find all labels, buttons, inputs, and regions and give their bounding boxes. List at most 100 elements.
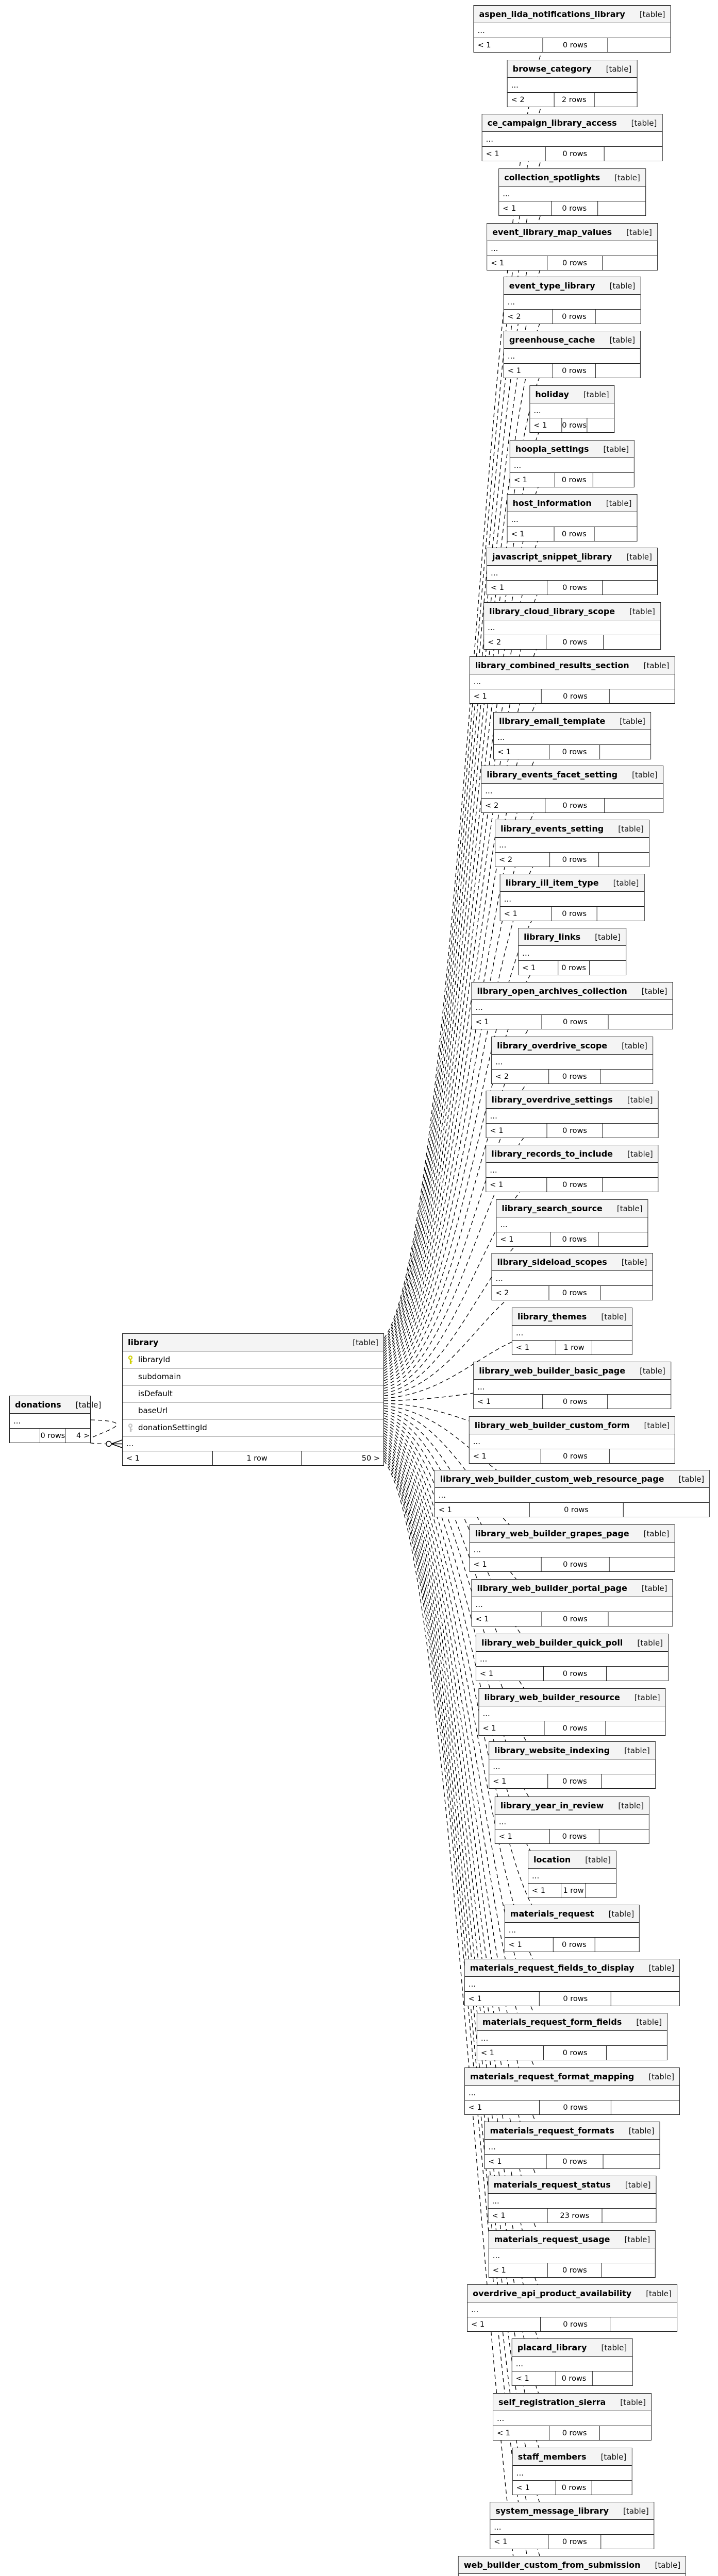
table-name[interactable]: library_open_archives_collection <box>477 986 627 996</box>
table-name[interactable]: library_website_indexing <box>494 1745 610 1755</box>
table-box[interactable]: library_open_archives_collection [table]… <box>471 982 673 1029</box>
table-box[interactable]: library_web_builder_custom_web_resource_… <box>434 1470 710 1517</box>
table-box[interactable]: staff_members [table] ... < 1 0 rows <box>512 2448 632 2495</box>
table-name[interactable]: collection_spotlights <box>504 173 600 182</box>
table-name[interactable]: self_registration_sierra <box>498 2397 606 2407</box>
table-name[interactable]: location <box>533 1855 571 1865</box>
table-name[interactable]: library_events_facet_setting <box>487 770 618 779</box>
table-box[interactable]: library_records_to_include [table] ... <… <box>486 1145 659 1192</box>
table-name[interactable]: event_type_library <box>509 281 595 291</box>
table-name[interactable]: library_web_builder_grapes_page <box>475 1529 629 1538</box>
table-name[interactable]: aspen_lida_notifications_library <box>479 9 625 19</box>
table-name[interactable]: library_web_builder_basic_page <box>479 1366 626 1376</box>
table-name[interactable]: library_cloud_library_scope <box>489 606 615 616</box>
table-box[interactable]: library_overdrive_scope [table] ... < 2 … <box>491 1037 653 1084</box>
table-name[interactable]: hoopla_settings <box>515 444 589 454</box>
table-box[interactable]: hoopla_settings [table] ... < 1 0 rows <box>509 440 635 487</box>
table-box[interactable]: materials_request_usage [table] ... < 1 … <box>488 2230 656 2278</box>
table-name[interactable]: event_library_map_values <box>492 227 612 237</box>
table-name[interactable]: library <box>128 1337 159 1347</box>
table-name[interactable]: library_web_builder_custom_web_resource_… <box>440 1474 664 1484</box>
table-name[interactable]: materials_request_fields_to_display <box>470 1963 634 1973</box>
table-box[interactable]: collection_spotlights [table] ... < 1 0 … <box>498 168 646 216</box>
table-name[interactable]: host_information <box>512 498 592 508</box>
table-box[interactable]: materials_request [table] ... < 1 0 rows <box>504 1905 640 1952</box>
table-name[interactable]: ce_campaign_library_access <box>487 118 617 128</box>
table-box[interactable]: library_sideload_scopes [table] ... < 2 … <box>491 1253 653 1300</box>
table-name[interactable]: library_ill_item_type <box>505 878 599 888</box>
table-box[interactable]: overdrive_api_product_availability [tabl… <box>467 2284 677 2332</box>
table-name[interactable]: holiday <box>535 389 569 399</box>
table-name[interactable]: library_email_template <box>499 716 606 726</box>
table-name[interactable]: library_search_source <box>502 1204 603 1213</box>
table-name[interactable]: library_web_builder_portal_page <box>477 1583 627 1593</box>
table-box[interactable]: self_registration_sierra [table] ... < 1… <box>492 2393 652 2441</box>
table-name[interactable]: placard_library <box>517 2343 587 2352</box>
table-box[interactable]: library_cloud_library_scope [table] ... … <box>483 602 661 650</box>
table-box[interactable]: library_web_builder_grapes_page [table] … <box>469 1524 675 1572</box>
table-name[interactable]: library_sideload_scopes <box>497 1257 607 1267</box>
table-name[interactable]: materials_request <box>510 1909 594 1919</box>
table-box[interactable]: library_web_builder_basic_page [table] .… <box>473 1362 671 1409</box>
table-name[interactable]: library_year_in_review <box>500 1801 604 1810</box>
table-name[interactable]: library_overdrive_settings <box>491 1095 613 1105</box>
table-name[interactable]: greenhouse_cache <box>509 335 595 345</box>
table-box[interactable]: greenhouse_cache [table] ... < 1 0 rows <box>503 331 641 378</box>
table-box[interactable]: library_web_builder_quick_poll [table] .… <box>475 1634 669 1681</box>
table-box[interactable]: location [table] ... < 1 1 row <box>528 1851 616 1898</box>
table-name[interactable]: library_web_builder_quick_poll <box>481 1638 623 1648</box>
table-box[interactable]: ce_campaign_library_access [table] ... <… <box>481 114 663 161</box>
table-name[interactable]: browse_category <box>512 64 592 74</box>
table-box[interactable]: library_ill_item_type [table] ... < 1 0 … <box>499 874 645 921</box>
table-box[interactable]: library_events_facet_setting [table] ...… <box>481 766 663 813</box>
table-box[interactable]: library_links [table] ... < 1 0 rows <box>518 928 626 975</box>
table-name[interactable]: library_combined_results_section <box>475 660 629 670</box>
table-box[interactable]: holiday [table] ... < 1 0 rows <box>529 385 615 433</box>
table-box[interactable]: library_web_builder_custom_form [table] … <box>469 1416 676 1464</box>
table-box[interactable]: browse_category [table] ... < 2 2 rows <box>507 60 638 107</box>
table-box[interactable]: materials_request_format_mapping [table]… <box>464 2067 680 2115</box>
table-box[interactable]: library_email_template [table] ... < 1 0… <box>493 712 651 759</box>
table-name[interactable]: materials_request_formats <box>490 2126 614 2136</box>
table-box[interactable]: materials_request_status [table] ... < 1… <box>488 2176 657 2223</box>
table-box[interactable]: library_website_indexing [table] ... < 1… <box>489 1741 656 1789</box>
table-name[interactable]: system_message_library <box>495 2506 609 2516</box>
table-name[interactable]: staff_members <box>517 2452 587 2462</box>
table-box[interactable]: aspen_lida_notifications_library [table]… <box>473 5 671 53</box>
table-box[interactable]: system_message_library [table] ... < 1 0… <box>490 2502 655 2549</box>
table-box[interactable]: placard_library [table] ... < 1 0 rows <box>511 2338 633 2386</box>
table-box[interactable]: javascript_snippet_library [table] ... <… <box>487 548 658 595</box>
table-box[interactable]: host_information [table] ... < 1 0 rows <box>507 494 638 541</box>
table-name[interactable]: web_builder_custom_from_submission <box>463 2560 641 2570</box>
table-name[interactable]: materials_request_status <box>493 2180 611 2190</box>
table-name[interactable]: overdrive_api_product_availability <box>473 2289 632 2298</box>
table-name[interactable]: library_themes <box>517 1312 587 1321</box>
table-box[interactable]: library_events_setting [table] ... < 2 0… <box>495 820 649 867</box>
table-name[interactable]: materials_request_form_fields <box>482 2017 622 2027</box>
table-box[interactable]: event_type_library [table] ... < 2 0 row… <box>503 277 641 324</box>
table-box[interactable]: event_library_map_values [table] ... < 1… <box>487 223 658 270</box>
table-name[interactable]: materials_request_usage <box>494 2234 610 2244</box>
table-name[interactable]: library_events_setting <box>500 824 604 834</box>
table-box[interactable]: library_themes [table] ... < 1 1 row <box>511 1308 633 1355</box>
table-name[interactable]: javascript_snippet_library <box>492 552 612 562</box>
table-name[interactable]: materials_request_format_mapping <box>470 2072 634 2081</box>
table-name[interactable]: library_links <box>524 932 581 942</box>
table-name[interactable]: library_web_builder_custom_form <box>474 1420 630 1430</box>
table-box[interactable]: donations [table] ... 0 rows 4 > <box>9 1396 101 1443</box>
table-box[interactable]: materials_request_fields_to_display [tab… <box>464 1959 680 2006</box>
table-name[interactable]: donations <box>15 1400 61 1410</box>
table-box[interactable]: library_year_in_review [table] ... < 1 0… <box>494 1797 650 1844</box>
table-box[interactable]: library_overdrive_settings [table] ... <… <box>486 1091 659 1138</box>
table-name[interactable]: library_overdrive_scope <box>497 1041 608 1050</box>
table-box[interactable]: web_builder_custom_from_submission [tabl… <box>458 2556 687 2576</box>
table-box[interactable]: materials_request_form_fields [table] ..… <box>476 2013 668 2060</box>
table-box[interactable]: library_search_source [table] ... < 1 0 … <box>496 1199 648 1247</box>
table-box[interactable]: materials_request_formats [table] ... < … <box>484 2122 660 2169</box>
table-box[interactable]: library_combined_results_section [table]… <box>469 656 675 704</box>
table-name[interactable]: library_web_builder_resource <box>484 1692 620 1702</box>
table-box[interactable]: library_web_builder_portal_page [table] … <box>471 1579 673 1626</box>
table-name[interactable]: library_records_to_include <box>491 1149 613 1159</box>
table-box[interactable]: library_web_builder_resource [table] ...… <box>478 1688 666 1736</box>
